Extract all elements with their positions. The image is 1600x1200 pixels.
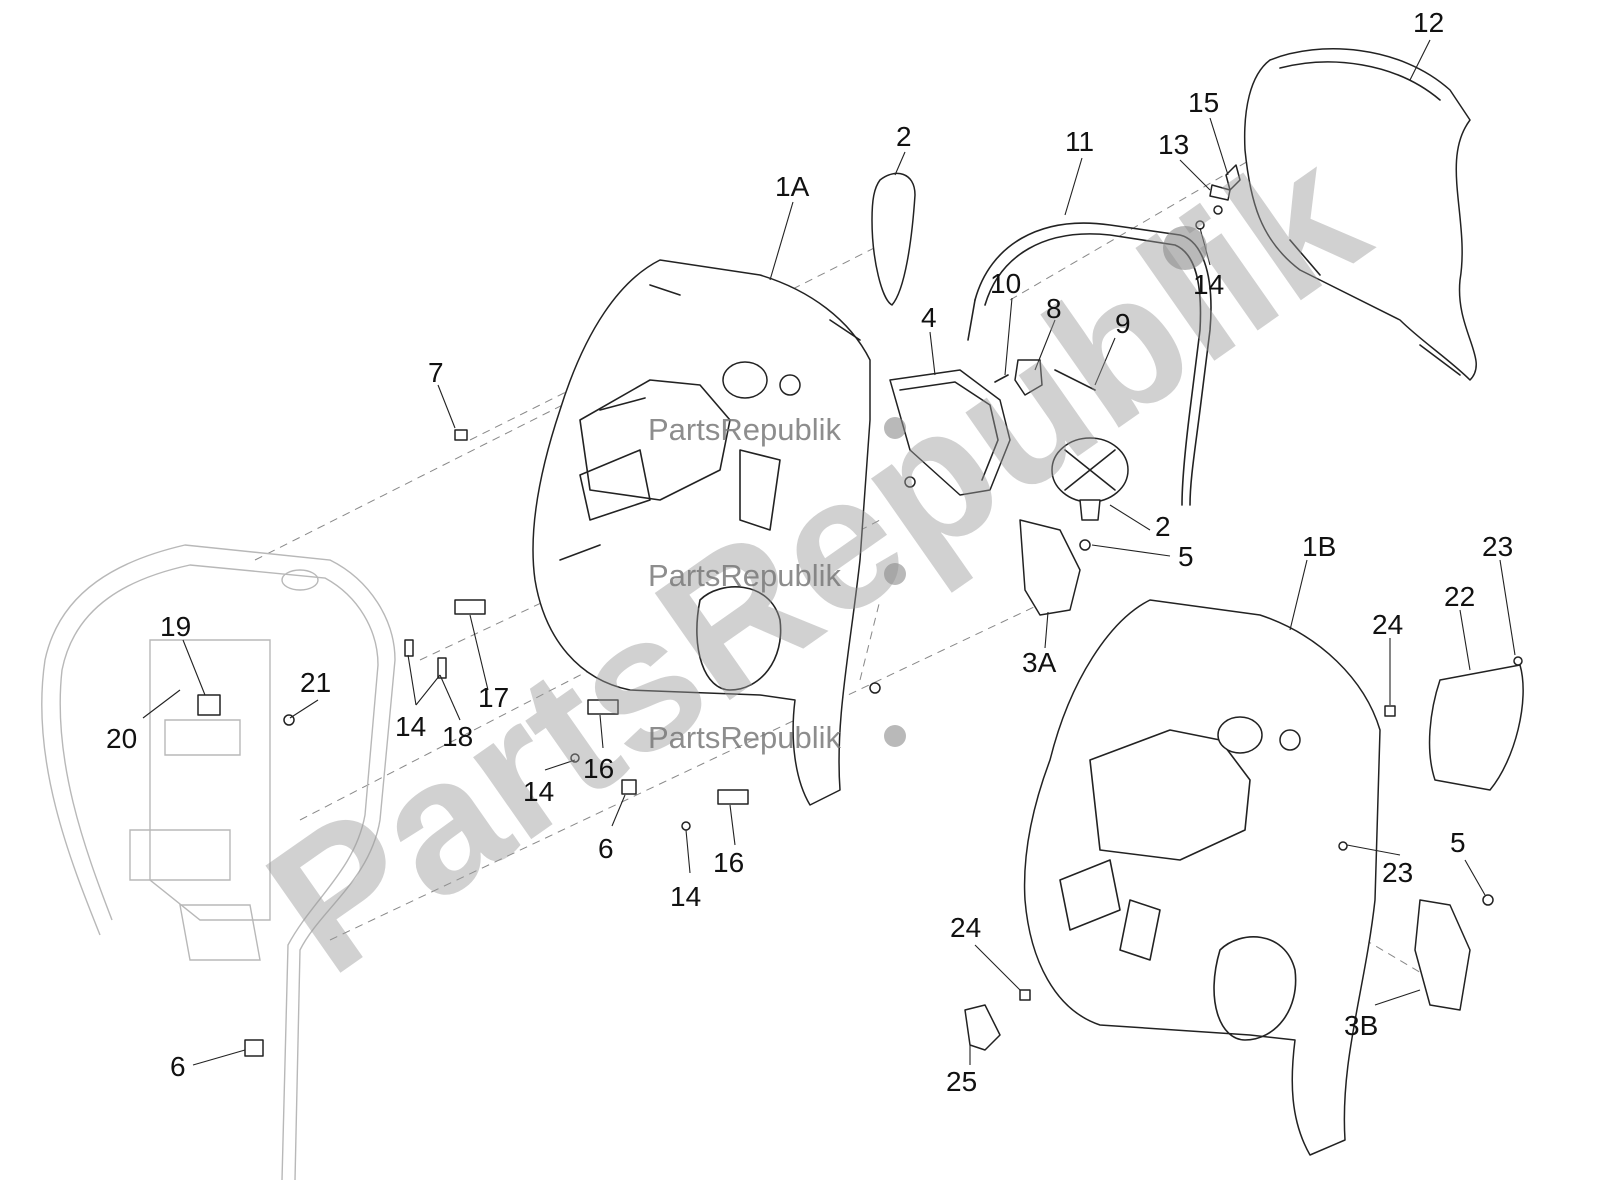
callout-16: 16 — [583, 753, 614, 784]
callout-3A: 3A — [1022, 647, 1057, 678]
callout-21: 21 — [300, 667, 331, 698]
frame-shield-outline — [41, 544, 396, 1181]
callout-23: 23 — [1482, 531, 1513, 562]
part-25-plate — [964, 1004, 1001, 1051]
callout-12: 12 — [1413, 7, 1444, 38]
gear-icon — [884, 725, 906, 747]
part-1A-inner-shield — [532, 259, 871, 806]
watermark-small-text-3: PartsRepublik — [648, 720, 841, 755]
part-3B-cover — [1414, 899, 1471, 1011]
gear-icon — [1163, 226, 1207, 270]
callout-5: 5 — [1178, 541, 1194, 572]
part-22-panel — [1428, 664, 1524, 791]
part-2-lens — [871, 172, 916, 306]
watermark-small-text-1: PartsRepublik — [648, 412, 841, 447]
callout-10: 10 — [990, 268, 1021, 299]
part-4-glovebox-door — [889, 369, 1011, 496]
callout-1B: 1B — [1302, 531, 1336, 562]
callout-20: 20 — [106, 723, 137, 754]
callout-16-b: 16 — [713, 847, 744, 878]
part-2-round-cap — [1051, 437, 1129, 521]
small-hardware — [197, 164, 1523, 1057]
callout-9: 9 — [1115, 308, 1131, 339]
part-12-top-cover — [1243, 48, 1477, 381]
callout-24-b: 24 — [950, 912, 981, 943]
callout-1A: 1A — [775, 171, 810, 202]
callout-2: 2 — [896, 121, 912, 152]
callout-7: 7 — [428, 357, 444, 388]
callout-22: 22 — [1444, 581, 1475, 612]
callout-19: 19 — [160, 611, 191, 642]
callout-6: 6 — [598, 833, 614, 864]
watermark-small-text-2: PartsRepublik — [648, 558, 841, 593]
callout-6-b: 6 — [170, 1051, 186, 1082]
callout-15: 15 — [1188, 87, 1219, 118]
gear-icon — [884, 417, 906, 439]
callout-2-lower: 2 — [1155, 511, 1171, 542]
callout-14-c: 14 — [523, 776, 554, 807]
callout-8: 8 — [1046, 293, 1062, 324]
callout-13: 13 — [1158, 129, 1189, 160]
gear-icon — [884, 563, 906, 585]
callout-24: 24 — [1372, 609, 1403, 640]
callout-14-d: 14 — [670, 881, 701, 912]
callout-14: 14 — [1193, 269, 1224, 300]
callout-17: 17 — [478, 682, 509, 713]
leader-lines — [142, 39, 1516, 1066]
callout-labels: 12 15 13 11 2 1A 14 10 8 9 4 7 2 5 23 1B… — [106, 7, 1513, 1097]
callout-4: 4 — [921, 302, 937, 333]
part-3A-cover — [1019, 519, 1081, 616]
callout-23-b: 23 — [1382, 857, 1413, 888]
callout-25: 25 — [946, 1066, 977, 1097]
part-1B-shield — [1023, 599, 1381, 1156]
callout-14-b: 14 — [395, 711, 426, 742]
callout-5-b: 5 — [1450, 827, 1466, 858]
callout-3B: 3B — [1344, 1010, 1378, 1041]
callout-11: 11 — [1065, 126, 1094, 157]
callout-18: 18 — [442, 721, 473, 752]
